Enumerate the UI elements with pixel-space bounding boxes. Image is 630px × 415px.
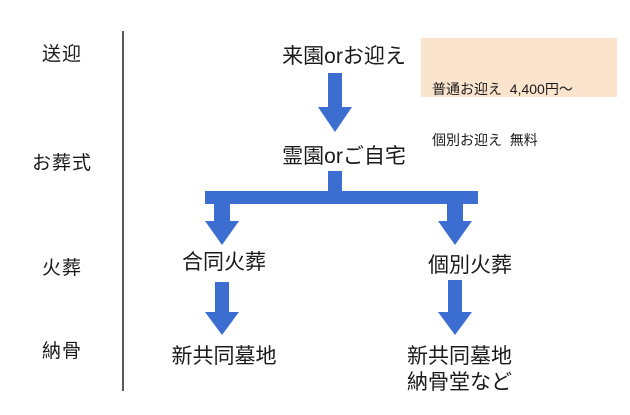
stage-label-pickup: 送迎 — [41, 44, 82, 65]
branch-left-arrowhead — [205, 221, 239, 245]
node-venue: 霊園orご自宅 — [282, 145, 406, 168]
stage-label-cremation: 火葬 — [41, 258, 82, 279]
node-joint-cremation: 合同火葬 — [182, 251, 266, 274]
arrow-pickup-to-venue-icon — [318, 73, 352, 132]
arrow-shape — [438, 280, 472, 335]
branch-left-stem — [214, 203, 230, 222]
branch-horizontal-bar — [205, 191, 478, 204]
node-joint-interment: 新共同墓地 — [171, 345, 277, 368]
stage-label-funeral: お葬式 — [31, 153, 92, 174]
pickup-price-note: 普通お迎え 4,400円～ 個別お迎え 無料 — [421, 38, 617, 148]
branch-connector-icon — [205, 171, 478, 245]
individual-interment-line1: 新共同墓地 — [407, 345, 512, 368]
stage-divider-line — [122, 31, 124, 391]
node-individual-cremation: 個別火葬 — [428, 254, 512, 277]
note-line-standard-pickup: 普通お迎え 4,400円～ — [432, 81, 573, 97]
branch-right-stem — [447, 203, 463, 222]
node-pickup: 来園orお迎え — [282, 45, 406, 68]
individual-interment-line2: 納骨堂など — [407, 371, 512, 394]
arrow-individual-to-interment-icon — [438, 280, 472, 335]
arrow-shape — [318, 73, 352, 132]
branch-top-stem — [328, 171, 342, 192]
arrow-shape — [205, 282, 239, 335]
arrow-joint-to-interment-icon — [205, 282, 239, 335]
branch-right-arrowhead — [438, 221, 472, 245]
node-individual-interment: 新共同墓地 納骨堂など — [407, 344, 567, 396]
stage-label-interment: 納骨 — [41, 341, 82, 362]
note-line-individual-pickup: 個別お迎え 無料 — [432, 132, 538, 148]
